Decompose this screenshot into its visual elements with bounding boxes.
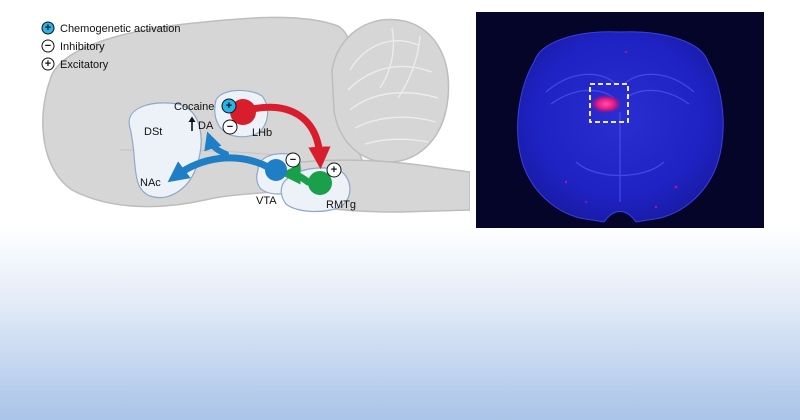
region-of-interest-box — [589, 83, 629, 123]
legend-inhibitory-symbol: − — [45, 40, 51, 52]
rmtg-to-vta-projection — [279, 163, 312, 186]
vta-inhibitory-marker: − — [285, 152, 301, 168]
legend-activation-symbol: + — [45, 22, 51, 34]
activation-marker-symbol: + — [226, 100, 232, 112]
cerebellum-folds — [347, 27, 439, 145]
brain-silhouette — [42, 16, 470, 213]
circuit-diagram: + − − + DSt NAc VTA LHb RMTg Cocaine DA … — [41, 16, 470, 213]
rmtg-excitatory-marker: + — [326, 162, 342, 178]
lhb-inhibitory-symbol: − — [227, 121, 233, 133]
label-lhb: LHb — [252, 127, 272, 139]
legend: + Chemogenetic activation − Inhibitory +… — [41, 21, 180, 71]
micrograph-speckles — [564, 50, 678, 209]
vta-to-dst-projection — [204, 131, 229, 157]
lhb-neuron — [230, 99, 256, 125]
lhb-inhibitory-marker: − — [222, 119, 238, 135]
rmtg-neuron — [308, 171, 332, 195]
label-dopamine: DA — [198, 120, 214, 132]
activation-marker: + — [221, 98, 237, 114]
up-arrowhead-icon — [188, 116, 196, 122]
rmtg-excitatory-symbol: + — [331, 164, 337, 176]
dopamine-increase-indicator: DA — [188, 116, 214, 132]
brain-section-micrograph — [476, 12, 764, 228]
legend-excitatory: + Excitatory — [41, 57, 109, 71]
label-cocaine: Cocaine — [174, 101, 214, 113]
legend-inhibitory: − Inhibitory — [41, 39, 105, 53]
legend-activation: + Chemogenetic activation — [41, 21, 180, 35]
legend-excitatory-symbol: + — [45, 58, 51, 70]
legend-excitatory-label: Excitatory — [60, 59, 109, 71]
lhb-fluorescent-signal — [591, 95, 621, 113]
vta-neuron — [265, 159, 287, 181]
vta-inhibitory-symbol: − — [290, 154, 296, 166]
label-rmtg: RMTg — [326, 199, 356, 211]
legend-activation-label: Chemogenetic activation — [60, 23, 180, 35]
label-dst: DSt — [144, 126, 162, 138]
legend-inhibitory-label: Inhibitory — [60, 41, 105, 53]
label-vta: VTA — [256, 195, 277, 207]
label-nac: NAc — [140, 177, 161, 189]
lhb-to-rmtg-projection — [244, 103, 331, 170]
vta-to-nac-projection — [167, 154, 274, 183]
